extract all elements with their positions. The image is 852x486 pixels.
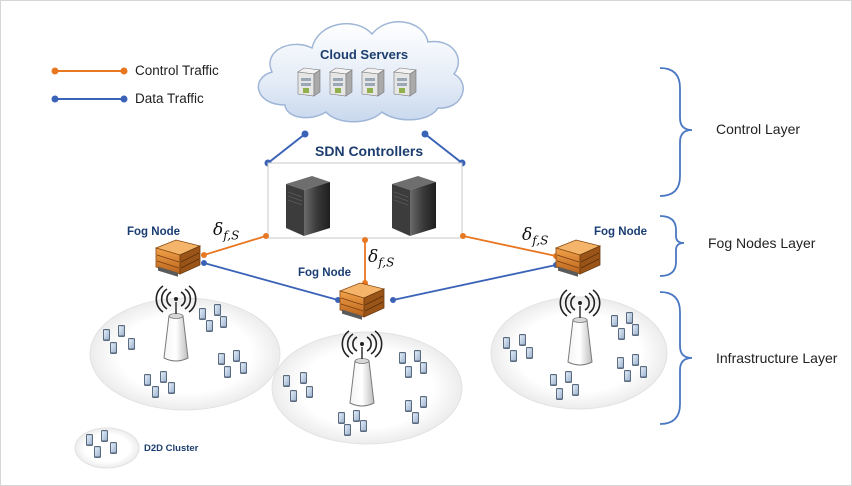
fog-node-label-center: Fog Node bbox=[298, 267, 352, 279]
sdn-server-1 bbox=[285, 175, 331, 237]
data-traffic-links bbox=[201, 260, 559, 303]
control-layer-label: Control Layer bbox=[716, 121, 801, 137]
fog-node-label-right: Fog Node bbox=[594, 226, 648, 238]
sdn-controllers-title: SDN Controllers bbox=[315, 143, 424, 159]
cloud-shape bbox=[257, 21, 464, 123]
infrastructure-layer-label: Infrastructure Layer bbox=[716, 350, 838, 366]
delay-symbol-right: δf,S bbox=[522, 225, 549, 248]
cloud-servers-title: Cloud Servers bbox=[320, 47, 409, 62]
fog-nodes-layer-label: Fog Nodes Layer bbox=[708, 235, 816, 251]
delay-symbol-left: δf,S bbox=[213, 220, 240, 243]
sdn-server-2 bbox=[391, 175, 437, 237]
d2d-cluster-label: D2D Cluster bbox=[144, 443, 199, 454]
legend-control-line bbox=[51, 67, 128, 75]
control-traffic-links bbox=[201, 233, 559, 286]
fog-node-label-left: Fog Node bbox=[127, 226, 181, 238]
delay-symbol-center: δf,S bbox=[368, 247, 395, 270]
layer-braces bbox=[659, 67, 693, 425]
legend-data-label: Data Traffic bbox=[135, 91, 204, 106]
legend-control-label: Control Traffic bbox=[135, 63, 219, 78]
legend-data-line bbox=[51, 95, 128, 103]
